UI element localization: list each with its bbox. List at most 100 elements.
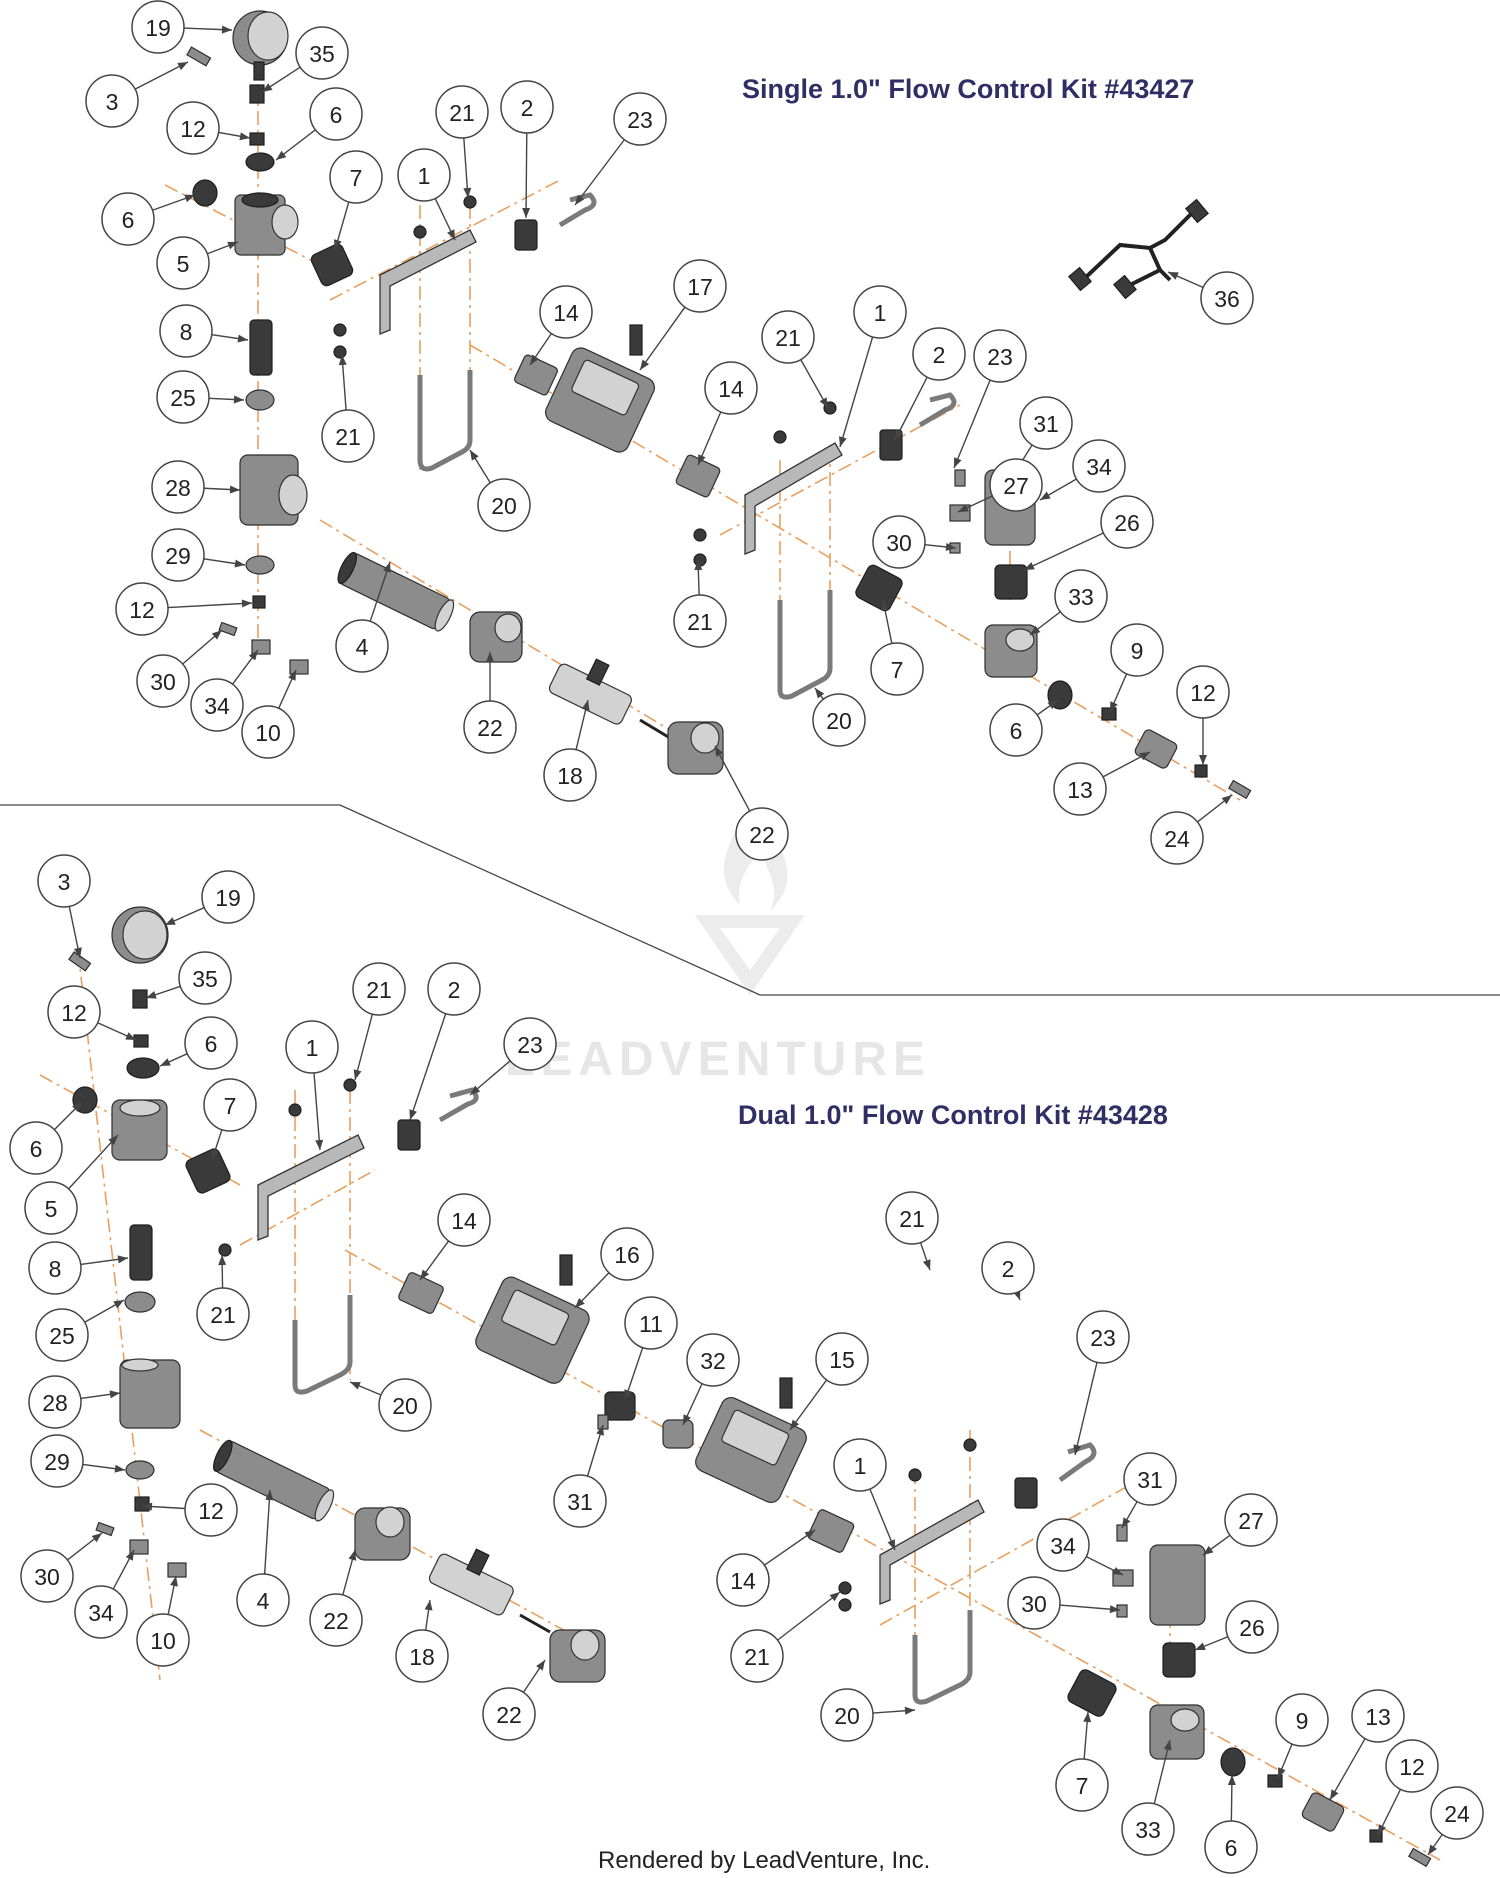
- dual-leader-arrowhead: [114, 1464, 125, 1473]
- single-callout-21: 21: [435, 85, 489, 139]
- single-callout-circle: [156, 236, 210, 290]
- single-callout-circle: [101, 192, 155, 246]
- single-callout-number: 12: [180, 116, 206, 142]
- single-callout-number: 12: [129, 597, 155, 623]
- single-leader-arrowhead: [333, 239, 342, 250]
- single-callout-number: 21: [687, 609, 713, 635]
- dual-leader-arrowhead: [348, 1550, 357, 1561]
- dual-callout-circle: [1123, 1452, 1177, 1506]
- dual-callout-number: 34: [88, 1600, 114, 1626]
- single-callout-number: 25: [170, 385, 196, 411]
- dual-callout-number: 11: [639, 1311, 663, 1337]
- single-callout-number: 27: [1003, 473, 1029, 499]
- single-callout-circle: [159, 304, 213, 358]
- single-callout-number: 17: [687, 274, 713, 300]
- dual-leader-arrowhead: [1195, 1642, 1206, 1650]
- dual-callout-33: 33: [1121, 1802, 1175, 1856]
- single-leader-arrowhead: [1221, 795, 1232, 805]
- single-leader-arrowhead: [248, 650, 258, 661]
- dual-leader-arrowhead: [887, 1539, 895, 1550]
- single-callout-10: 10: [241, 705, 295, 759]
- single-callout-circle: [151, 460, 205, 514]
- dual-callout-number: 3: [58, 869, 71, 895]
- single-leader-arrowhead: [895, 429, 904, 440]
- dual-callout-circle: [24, 1181, 78, 1235]
- dual-callout-circle: [686, 1333, 740, 1387]
- dual-leader-arrowhead: [683, 1414, 691, 1425]
- dual-kit-assembly: [39, 906, 1441, 1868]
- dual-leader-arrowhead: [91, 1533, 102, 1543]
- dual-leader-arrowhead: [1109, 1605, 1120, 1614]
- dual-kit-title: Dual 1.0" Flow Control Kit #43428: [738, 1100, 1168, 1130]
- dual-callout-number: 8: [49, 1256, 62, 1282]
- kit-divider: [0, 804, 1500, 996]
- single-callout-circle: [912, 327, 966, 381]
- dual-callout-number: 20: [834, 1703, 860, 1729]
- dual-callout-circle: [236, 1573, 290, 1627]
- single-callout-24: 24: [1150, 811, 1204, 865]
- dual-callout-circle: [395, 1629, 449, 1683]
- single-callout-20: 20: [477, 478, 531, 532]
- single-callout-number: 12: [1190, 680, 1216, 706]
- single-callout-number: 7: [350, 165, 363, 191]
- dual-callout-number: 10: [150, 1628, 176, 1654]
- single-callout-number: 21: [775, 325, 801, 351]
- dual-callout-23: 23: [1076, 1310, 1130, 1364]
- single-callout-number: 24: [1164, 826, 1190, 852]
- single-callout-circle: [761, 310, 815, 364]
- single-callout-number: 35: [309, 41, 335, 67]
- single-callout-number: 1: [874, 300, 887, 326]
- dual-callout-number: 12: [198, 1498, 224, 1524]
- dual-callout-number: 25: [49, 1323, 75, 1349]
- dual-callout-circle: [35, 1308, 89, 1362]
- dual-callout-circle: [378, 1378, 432, 1432]
- single-callout-circle: [673, 259, 727, 313]
- dual-callout-2: 2: [427, 962, 481, 1016]
- single-callout-23: 23: [973, 329, 1027, 383]
- dual-callout-number: 2: [1002, 1256, 1015, 1282]
- dual-callout-31: 31: [553, 1474, 607, 1528]
- single-callout-number: 2: [933, 342, 946, 368]
- single-callout-number: 4: [356, 634, 369, 660]
- dual-leader-line: [869, 1488, 896, 1551]
- dual-callout-number: 30: [1021, 1591, 1047, 1617]
- dual-callout-3: 3: [37, 854, 91, 908]
- dual-callout-number: 29: [44, 1449, 70, 1475]
- dual-callout-13: 13: [1351, 1689, 1405, 1743]
- dual-leader-line: [263, 1489, 271, 1575]
- dual-callout-circle: [600, 1227, 654, 1281]
- dual-leader-arrowhead: [108, 1135, 118, 1146]
- dual-callout-circle: [815, 1332, 869, 1386]
- dual-callout-34: 34: [74, 1585, 128, 1639]
- single-leader-arrowhead: [470, 450, 479, 461]
- dual-callout-circle: [624, 1296, 678, 1350]
- dual-callout-number: 12: [1399, 1754, 1425, 1780]
- dual-leader-line: [354, 1013, 374, 1081]
- dual-callout-30: 30: [1007, 1576, 1061, 1630]
- single-callout-circle: [477, 478, 531, 532]
- single-leader-arrowhead: [237, 334, 248, 343]
- dual-callout-number: 6: [30, 1136, 43, 1162]
- watermark-text: LEADVENTURE: [505, 1033, 931, 1086]
- single-leader-arrowhead: [1199, 755, 1207, 765]
- single-leader-line: [1023, 532, 1104, 571]
- dual-callout-circle: [1430, 1786, 1484, 1840]
- dual-leader-line: [313, 1072, 321, 1151]
- single-callout-number: 14: [553, 300, 579, 326]
- dual-callout-circle: [1225, 1600, 1279, 1654]
- single-callout-circle: [397, 148, 451, 202]
- dual-callout-number: 12: [61, 1000, 87, 1026]
- dual-leader-arrowhead: [904, 1706, 915, 1715]
- dual-callout-19: 19: [201, 870, 255, 924]
- single-callout-circle: [1054, 569, 1108, 623]
- dual-callout-number: 18: [409, 1644, 435, 1670]
- single-callout-circle: [1150, 811, 1204, 865]
- single-callout-number: 6: [330, 102, 343, 128]
- dual-leader-arrowhead: [74, 947, 82, 958]
- single-callout-number: 21: [335, 424, 361, 450]
- dual-callout-6: 6: [184, 1016, 238, 1070]
- single-leader-arrowhead: [1139, 752, 1150, 761]
- single-leader-arrowhead: [241, 599, 252, 608]
- single-leader-line: [839, 336, 874, 448]
- dual-leader-arrowhead: [1073, 1444, 1082, 1455]
